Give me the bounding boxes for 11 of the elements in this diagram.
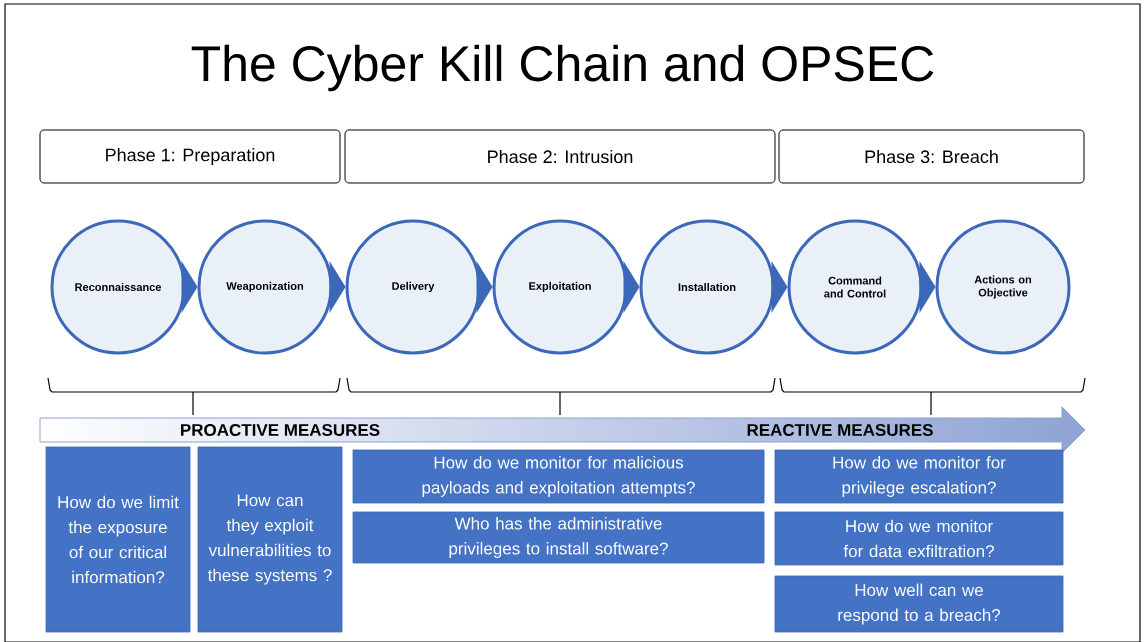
question-box: How do we monitor for data exfiltration? <box>774 511 1064 566</box>
question-box: How well can we respond to a breach? <box>774 575 1064 633</box>
phase-box: Phase 2: Intrusion <box>344 129 776 184</box>
phase-box: Phase 3: Breach <box>778 129 1085 184</box>
phase-box: Phase 1: Preparation <box>39 129 341 184</box>
question-box: How do we limit the exposure of our critical information? <box>45 446 191 633</box>
question-box: Who has the administrative privileges to install software? <box>352 511 765 564</box>
question-box: How can they exploit vulnerabilities to these systems ? <box>197 446 343 633</box>
title: The Cyber Kill Chain and OPSEC <box>191 44 934 92</box>
question-box: How do we monitor for privilege escalation? <box>774 449 1064 504</box>
question-box: How do we monitor for malicious payloads and exploitation attempts? <box>352 449 765 504</box>
